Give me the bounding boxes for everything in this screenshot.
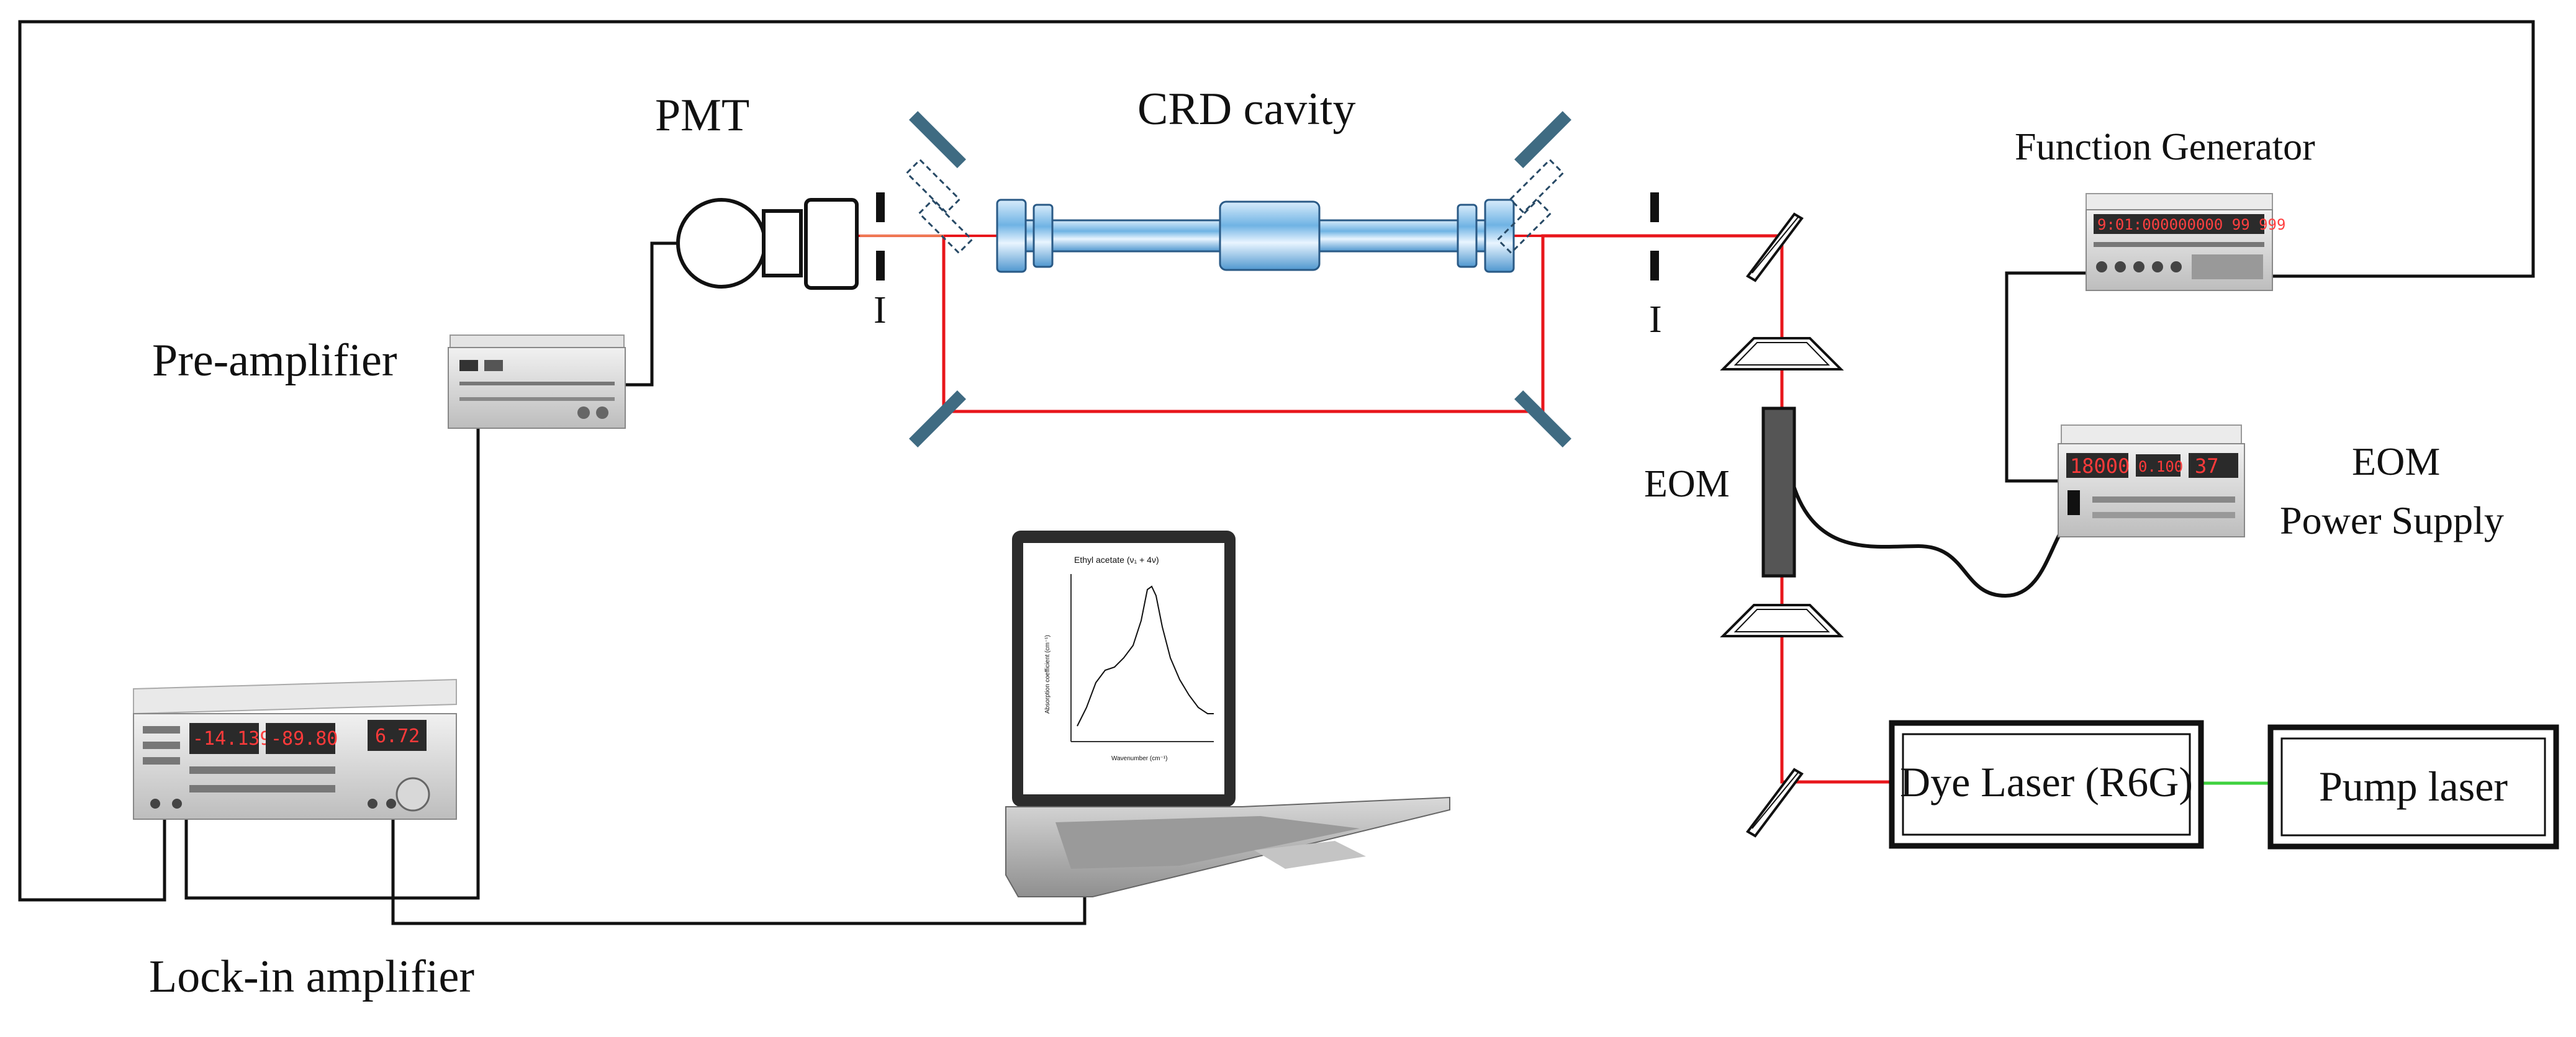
iris-right bbox=[1650, 192, 1659, 281]
function-generator-readout: 9:01:000000000 99 999 bbox=[2097, 216, 2285, 233]
pump-laser-box bbox=[2267, 724, 2559, 850]
laptop-computer: Ethyl acetate (ν₁ + 4ν) Wavenumber (cm⁻¹… bbox=[1005, 531, 1450, 897]
laptop-plot-title: Ethyl acetate (ν₁ + 4ν) bbox=[1074, 555, 1159, 565]
lens-top bbox=[1720, 337, 1844, 370]
eom-supply-readout-c: 37 bbox=[2195, 454, 2219, 478]
signal-wires bbox=[18, 20, 2535, 925]
label-eom-power-line1: EOM bbox=[2352, 439, 2440, 483]
pre-amplifier-device bbox=[448, 334, 626, 429]
eom-power-supply-device: 18000 0.100 37 bbox=[2058, 424, 2245, 537]
wire-lockin-to-function-generator bbox=[18, 20, 2535, 902]
eom-supply-readout-a: 18000 bbox=[2070, 454, 2130, 478]
wire-lockin-to-laptop bbox=[391, 818, 1087, 925]
label-pump-laser: Pump laser bbox=[2319, 763, 2508, 810]
steering-mirror-bottom bbox=[1746, 768, 1804, 838]
crd-cavity bbox=[996, 199, 1515, 273]
label-iris-left: I bbox=[874, 289, 887, 331]
label-function-generator: Function Generator bbox=[2015, 126, 2315, 168]
pmt-detector bbox=[676, 198, 859, 290]
dye-laser-box bbox=[1889, 720, 2204, 849]
label-pmt: PMT bbox=[655, 90, 749, 141]
wire-preamp-to-pmt bbox=[623, 241, 680, 387]
lockin-readout-c: 6.72 bbox=[375, 725, 420, 747]
eom-supply-readout-b: 0.100 bbox=[2138, 458, 2183, 475]
wire-eom-to-supply bbox=[1789, 477, 2069, 598]
eom-crystal bbox=[1761, 406, 1796, 578]
function-generator-device: 9:01:000000000 99 999 bbox=[2086, 193, 2285, 291]
steering-mirror-top bbox=[1746, 212, 1804, 282]
laptop-plot-xlabel: Wavenumber (cm⁻¹) bbox=[1111, 755, 1167, 762]
wire-preamp-to-lockin bbox=[184, 422, 480, 900]
iris-left bbox=[876, 192, 885, 281]
label-eom: EOM bbox=[1644, 463, 1730, 505]
label-eom-power-line2: Power Supply bbox=[2280, 498, 2504, 542]
label-pre-amplifier: Pre-amplifier bbox=[152, 335, 397, 386]
label-iris-right: I bbox=[1649, 299, 1662, 341]
laptop-plot-ylabel: Absorption coefficient (cm⁻¹) bbox=[1044, 635, 1051, 714]
lockin-readout-a: -14.139 bbox=[192, 728, 271, 750]
label-crd-cavity: CRD cavity bbox=[1137, 84, 1355, 135]
lockin-readout-b: -89.80 bbox=[271, 728, 338, 750]
labels: PMT CRD cavity Function Generator Pre-am… bbox=[149, 84, 2508, 1002]
lock-in-amplifier-device: -14.139 -89.80 6.72 bbox=[133, 678, 457, 820]
wire-function-generator-to-eom-supply bbox=[2005, 271, 2097, 483]
label-dye-laser: Dye Laser (R6G) bbox=[1900, 758, 2193, 806]
label-lockin: Lock-in amplifier bbox=[149, 951, 474, 1002]
cavity-mirrors bbox=[909, 111, 1571, 447]
laptop-spectrum-curve bbox=[1077, 585, 1214, 727]
lens-bottom bbox=[1720, 604, 1844, 637]
